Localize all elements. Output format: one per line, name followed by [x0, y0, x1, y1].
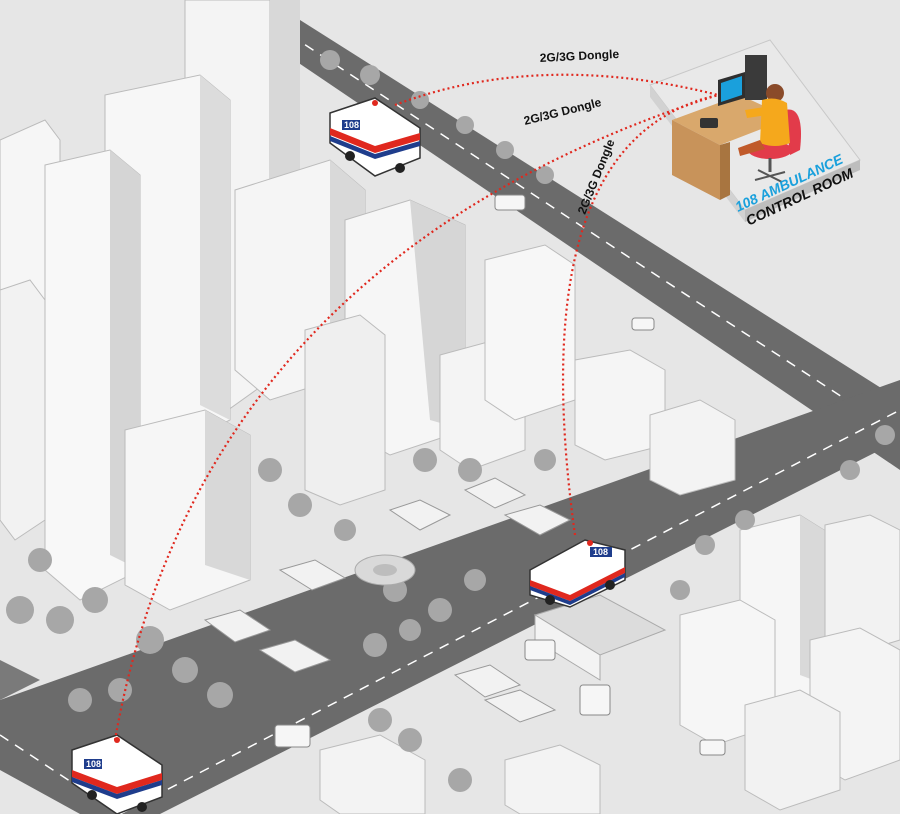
houses	[203, 477, 572, 723]
desk-front	[672, 120, 720, 200]
link-label-1: 2G/3G Dongle	[539, 47, 619, 65]
ambulance-bottom-plate	[84, 759, 102, 769]
building-center-4	[124, 409, 251, 611]
phone-icon	[700, 118, 718, 128]
ambulance-top-plate	[342, 120, 360, 130]
computer-tower-icon	[745, 55, 767, 100]
ambulance-top-label: 108	[344, 120, 359, 130]
ambulance-middle-label: 108	[593, 547, 608, 557]
lower-road-markings-b	[119, 409, 900, 814]
park-fountain	[354, 554, 416, 586]
trees	[6, 50, 895, 792]
building-lower-right-5	[744, 689, 841, 811]
ambulance-bottom-label: 108	[86, 759, 101, 769]
operator-icon	[738, 84, 790, 156]
side-road-left	[0, 660, 40, 700]
building-bottom-center	[319, 734, 426, 814]
building-bottom-mid	[504, 744, 601, 814]
ambulance-middle: 108	[529, 539, 626, 608]
signal-link-bottom	[113, 93, 719, 741]
ambulance-bottom: 108	[71, 734, 163, 814]
control-room-floor-edge	[745, 160, 860, 222]
vehicles	[274, 194, 726, 756]
desk-side	[720, 142, 730, 200]
building-left-short	[0, 279, 46, 541]
desk-top	[672, 95, 790, 145]
warehouses	[533, 594, 667, 681]
monitor-screen	[721, 76, 742, 102]
building-right-3	[649, 399, 736, 496]
building-right-1	[484, 244, 576, 421]
building-center-3	[304, 314, 386, 506]
signal-link-top	[394, 73, 719, 107]
lower-road-markings-a	[0, 734, 121, 814]
ambulance-middle-plate	[590, 547, 612, 557]
ambulance-top: 108	[329, 97, 421, 177]
